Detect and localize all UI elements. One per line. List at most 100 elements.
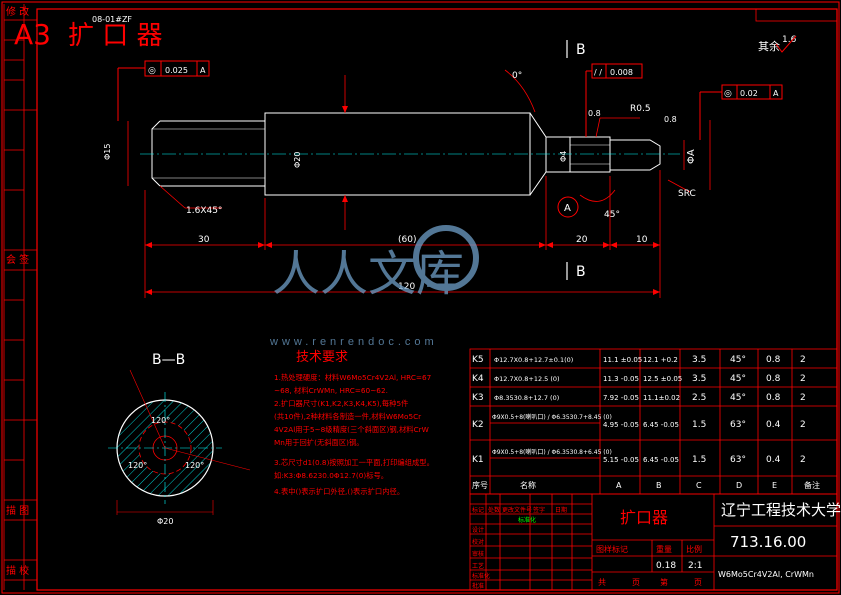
sheet-total-label: 共 bbox=[598, 578, 606, 587]
tolerance-frame-2 bbox=[585, 63, 643, 137]
row-k3-desc: Φ8.3530.8+12.7 (0) bbox=[494, 394, 559, 402]
row-k2-a: 4.95 -0.05 bbox=[603, 421, 639, 429]
dim-20: 20 bbox=[576, 235, 588, 245]
svg-text:签字: 签字 bbox=[533, 506, 545, 514]
row-k5-a: 11.1 ±0.05 bbox=[603, 356, 642, 364]
row-k2-f: 2 bbox=[800, 420, 806, 430]
row-k2-desc: Φ9X0.5+8(喇叭口) / Φ6.3530.7+8.45 (0) bbox=[492, 413, 612, 421]
svg-text:Mn用于回扩(无斜面区)钢。: Mn用于回扩(无斜面区)钢。 bbox=[274, 438, 364, 447]
svg-text:更改文件号: 更改文件号 bbox=[502, 506, 532, 514]
title-label-scale: 比例 bbox=[686, 544, 702, 554]
row-k1-id: K1 bbox=[472, 455, 484, 465]
row-k5-id: K5 bbox=[472, 355, 484, 365]
title-school: 辽宁工程技术大学 bbox=[721, 501, 841, 519]
header-remark: 备注 bbox=[804, 480, 820, 490]
red-part-title: 扩 口 器 bbox=[68, 21, 163, 51]
header-d: D bbox=[736, 481, 742, 490]
title-block bbox=[469, 493, 838, 591]
sheet-current-page: 页 bbox=[694, 578, 702, 587]
sec-angle-120-b: 120° bbox=[128, 461, 147, 470]
svg-text:校对: 校对 bbox=[472, 538, 484, 546]
left-margin-strip bbox=[3, 4, 37, 590]
row-k1-f: 2 bbox=[800, 455, 806, 465]
row-k5-d: 45° bbox=[730, 355, 746, 365]
green-standardization-mark: 标准化 bbox=[518, 516, 536, 524]
tol2-value: 0.008 bbox=[610, 68, 633, 77]
row-k3-e: 0.8 bbox=[766, 393, 781, 403]
header-a: A bbox=[616, 481, 622, 490]
svg-text:工艺: 工艺 bbox=[472, 562, 484, 570]
row-k1-c: 1.5 bbox=[692, 455, 706, 465]
svg-text:3.芯尺寸d1(0.8)按照加工一平面,打印编组成型。: 3.芯尺寸d1(0.8)按照加工一平面,打印编组成型。 bbox=[274, 458, 434, 467]
parameter-table bbox=[469, 348, 838, 495]
row-k4-d: 45° bbox=[730, 374, 746, 384]
sheet-current-label: 第 bbox=[660, 577, 668, 587]
row-k1-a: 5.15 -0.05 bbox=[603, 456, 639, 464]
section-view-title: B—B bbox=[152, 352, 185, 368]
section-view-bb bbox=[108, 369, 251, 515]
tol3-value: 0.02 bbox=[740, 89, 758, 98]
svg-text:批准: 批准 bbox=[472, 582, 484, 590]
row-k2-e: 0.4 bbox=[766, 420, 781, 430]
tolerance-frame-1 bbox=[117, 60, 210, 121]
dim-angle-0: 0° bbox=[512, 71, 522, 81]
dim-radius: R0.5 bbox=[630, 104, 651, 114]
sheet-total-page: 页 bbox=[632, 578, 640, 587]
watermark-text: 人人文库 bbox=[272, 248, 464, 301]
dim-120: 120 bbox=[398, 282, 415, 292]
requirements-list: 1.热处理硬度：材料W6Mo5Cr4V2Al, HRC=67 ~68, 材料Cr… bbox=[274, 373, 434, 496]
svg-text:~68, 材料CrWMn, HRC=60~62.: ~68, 材料CrWMn, HRC=60~62. bbox=[274, 386, 388, 395]
title-label-marking: 图样标记 bbox=[596, 544, 628, 554]
dim-dia-right: Φ4 bbox=[559, 151, 568, 162]
margin-label-check-trace: 描 校 bbox=[6, 564, 29, 577]
row-k1-d: 63° bbox=[730, 455, 746, 465]
row-k3-f: 2 bbox=[800, 393, 806, 403]
dim-src: SRC bbox=[678, 189, 696, 199]
svg-text:4.表中()表示扩口外径,()表示扩口内径。: 4.表中()表示扩口外径,()表示扩口内径。 bbox=[274, 487, 404, 496]
svg-text:审核: 审核 bbox=[472, 550, 484, 558]
tolerance-frame-3 bbox=[699, 84, 783, 140]
dim-10: 10 bbox=[636, 235, 648, 245]
row-k3-c: 2.5 bbox=[692, 393, 706, 403]
row-k4-b: 12.5 ±0.05 bbox=[643, 375, 682, 383]
sec-angle-120-c: 120° bbox=[185, 461, 204, 470]
row-k4-a: 11.3 -0.05 bbox=[603, 375, 639, 383]
sheet-size-label: A3 bbox=[14, 18, 51, 51]
svg-text:日期: 日期 bbox=[555, 506, 567, 514]
parameter-table-rows: K5 Φ12.7X0.8+12.7±0.1(0) 11.1 ±0.05 12.1… bbox=[472, 355, 820, 490]
roughness-08-a: 0.8 bbox=[588, 109, 601, 118]
tol2-symbol: / / bbox=[594, 68, 602, 77]
svg-text:设计: 设计 bbox=[472, 526, 484, 534]
margin-label-countersign: 会 签 bbox=[6, 253, 29, 266]
dimension-arrows bbox=[145, 106, 660, 295]
margin-label-trace: 描 图 bbox=[6, 504, 29, 517]
row-k4-desc: Φ12.7X0.8+12.5 (0) bbox=[494, 375, 560, 383]
title-block-revision-labels: 标记 处数 更改文件号 签字 日期 设计 校对 审核 工艺 标准化 批准 bbox=[472, 506, 567, 590]
row-k1-e: 0.4 bbox=[766, 455, 781, 465]
section-mark-bottom: B bbox=[576, 264, 586, 280]
title-weight: 0.18 bbox=[656, 561, 676, 571]
dimension-lines bbox=[127, 69, 711, 298]
dim-30: 30 bbox=[198, 235, 210, 245]
dim-dia-tip: ΦA bbox=[686, 149, 697, 164]
svg-text:(共10件),2种材料各制造一件,材料W6Mo5Cr: (共10件),2种材料各制造一件,材料W6Mo5Cr bbox=[274, 412, 421, 421]
row-k2-d: 63° bbox=[730, 420, 746, 430]
roughness-other-label: 其余 bbox=[758, 39, 780, 53]
dim-dia-mid: Φ20 bbox=[293, 152, 302, 168]
row-k5-b: 12.1 +0.2 bbox=[643, 356, 678, 364]
header-e: E bbox=[772, 481, 777, 490]
datum-a-label: A bbox=[564, 203, 571, 214]
dim-60: (60) bbox=[398, 235, 416, 245]
row-k1-desc: Φ9X0.5+8(喇叭口) / Φ6.3530.8+6.45 (0) bbox=[492, 448, 612, 456]
row-k4-c: 3.5 bbox=[692, 374, 706, 384]
inner-border bbox=[36, 8, 838, 591]
row-k3-a: 7.92 -0.05 bbox=[603, 394, 639, 402]
roughness-symbol bbox=[775, 35, 797, 53]
row-k2-b: 6.45 -0.05 bbox=[643, 421, 679, 429]
drawing-code-top: 08-01#ZF bbox=[92, 15, 132, 24]
title-label-weight: 重量 bbox=[656, 544, 672, 554]
shaft-view bbox=[151, 112, 661, 196]
sec-dia: Φ20 bbox=[157, 517, 173, 526]
tol3-datum: A bbox=[773, 89, 779, 98]
